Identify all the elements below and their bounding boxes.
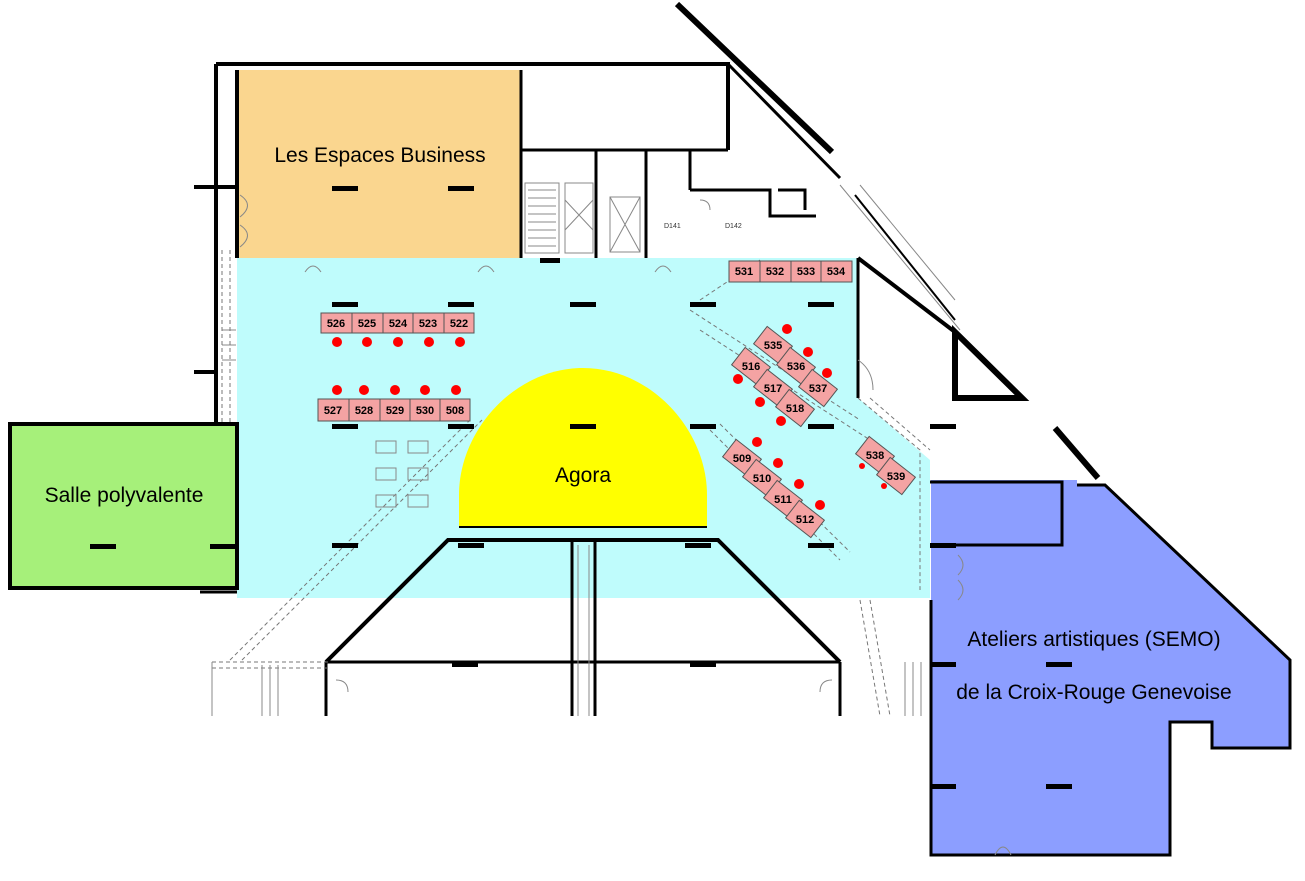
booth-row-531-534: 531 532 533 534 — [728, 260, 853, 283]
booth-number: 536 — [787, 361, 805, 373]
pillar-marks — [90, 186, 1072, 789]
booth-539[interactable]: 539 — [875, 456, 917, 496]
booth-number: 508 — [446, 405, 464, 417]
agora-zone[interactable] — [459, 368, 707, 527]
booth-cluster-538-539: 538 539 — [854, 435, 917, 496]
booth-528[interactable]: 528 — [348, 398, 381, 422]
booth-number: 525 — [358, 318, 376, 330]
ateliers-label-line2: de la Croix-Rouge Genevoise — [956, 681, 1231, 704]
booth-530[interactable]: 530 — [409, 398, 441, 422]
booth-522[interactable]: 522 — [443, 312, 475, 334]
room-label-d141: D141 — [664, 223, 681, 230]
booth-number: 516 — [742, 361, 760, 373]
salle-polyvalente-zone[interactable] — [12, 426, 236, 586]
booth-number: 523 — [419, 318, 437, 330]
ateliers-zone[interactable] — [931, 480, 1290, 855]
booth-526[interactable]: 526 — [320, 312, 353, 334]
booth-number: 517 — [764, 383, 782, 395]
booth-row-527-508: 527 528 529 530 508 — [317, 398, 471, 422]
booth-number: 538 — [866, 450, 884, 462]
booth-cluster-509-512: 509 510 511 512 — [721, 438, 826, 539]
booth-number: 512 — [796, 514, 814, 526]
booth-524[interactable]: 524 — [382, 312, 414, 334]
booth-525[interactable]: 525 — [351, 312, 384, 334]
booth-number: 510 — [753, 473, 771, 485]
booth-number: 526 — [327, 318, 345, 330]
booth-number: 531 — [735, 266, 753, 278]
booth-number: 534 — [827, 266, 846, 278]
ateliers-label-line1: Ateliers artistiques (SEMO) — [967, 628, 1220, 651]
booth-number: 518 — [786, 403, 804, 415]
booth-number: 528 — [355, 405, 373, 417]
booth-number: 530 — [416, 405, 434, 417]
booth-number: 539 — [887, 471, 905, 483]
booth-number: 511 — [774, 494, 792, 506]
booth-508[interactable]: 508 — [439, 398, 471, 422]
booth-537[interactable]: 537 — [797, 368, 839, 408]
walls — [8, 1, 1292, 857]
booth-number: 533 — [797, 266, 815, 278]
booth-532[interactable]: 532 — [759, 260, 792, 283]
booth-number: 532 — [766, 266, 784, 278]
salle-polyvalente-label: Salle polyvalente — [45, 484, 204, 507]
agora-label: Agora — [555, 464, 611, 487]
booth-number: 529 — [386, 405, 404, 417]
red-markers — [332, 324, 887, 510]
booth-cluster-535-537: 535 536 537 — [752, 325, 839, 408]
plan-details: D141 D142 — [211, 182, 1012, 856]
booth-533[interactable]: 533 — [790, 260, 822, 283]
booth-number: 537 — [809, 383, 827, 395]
booth-516[interactable]: 516 — [730, 346, 772, 386]
booth-cluster-516-518: 516 517 518 — [730, 346, 816, 428]
booth-527[interactable]: 527 — [317, 398, 350, 422]
booth-number: 509 — [733, 453, 751, 465]
booth-529[interactable]: 529 — [379, 398, 411, 422]
booth-512[interactable]: 512 — [784, 499, 826, 539]
booth-523[interactable]: 523 — [412, 312, 445, 334]
booth-number: 524 — [389, 318, 408, 330]
booth-number: 535 — [764, 340, 782, 352]
booth-518[interactable]: 518 — [774, 388, 816, 428]
booth-number: 522 — [450, 318, 468, 330]
booth-number: 527 — [324, 405, 342, 417]
booth-536[interactable]: 536 — [775, 346, 817, 386]
business-zone-label: Les Espaces Business — [274, 144, 485, 167]
booth-531[interactable]: 531 — [728, 260, 761, 283]
booth-row-526-522: 526 525 524 523 522 — [320, 312, 475, 334]
room-label-d142: D142 — [725, 223, 742, 230]
business-zone[interactable] — [239, 70, 521, 258]
booth-534[interactable]: 534 — [820, 260, 853, 283]
